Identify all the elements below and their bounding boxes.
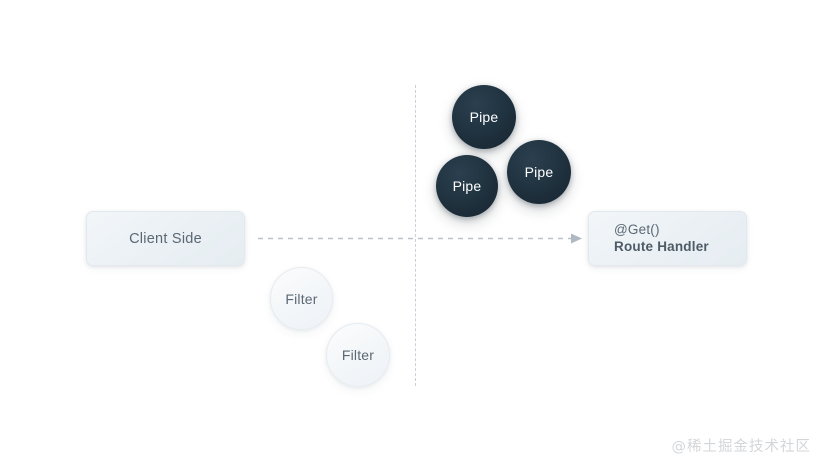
vertical-dashed-divider xyxy=(415,85,416,386)
filter-circle-label: Filter xyxy=(341,347,375,363)
pipe-circle-label: Pipe xyxy=(452,178,482,194)
pipe-circle[interactable]: Pipe xyxy=(452,85,516,149)
flow-arrow-icon xyxy=(258,233,582,244)
route-handler-label: Route Handler xyxy=(614,239,709,254)
pipe-circle[interactable]: Pipe xyxy=(507,140,571,204)
client-side-node[interactable]: Client Side xyxy=(86,211,245,266)
client-side-label: Client Side xyxy=(129,230,202,247)
route-handler-node[interactable]: @Get() Route Handler xyxy=(588,211,747,266)
route-handler-decorator: @Get() xyxy=(614,222,660,237)
filter-circle[interactable]: Filter xyxy=(326,323,390,387)
filter-circle[interactable]: Filter xyxy=(270,267,333,330)
pipe-circle[interactable]: Pipe xyxy=(436,155,498,217)
pipe-circle-label: Pipe xyxy=(524,164,554,180)
pipe-circle-label: Pipe xyxy=(469,109,499,125)
filter-circle-label: Filter xyxy=(285,290,318,307)
watermark-text: @稀土掘金技术社区 xyxy=(671,439,811,455)
